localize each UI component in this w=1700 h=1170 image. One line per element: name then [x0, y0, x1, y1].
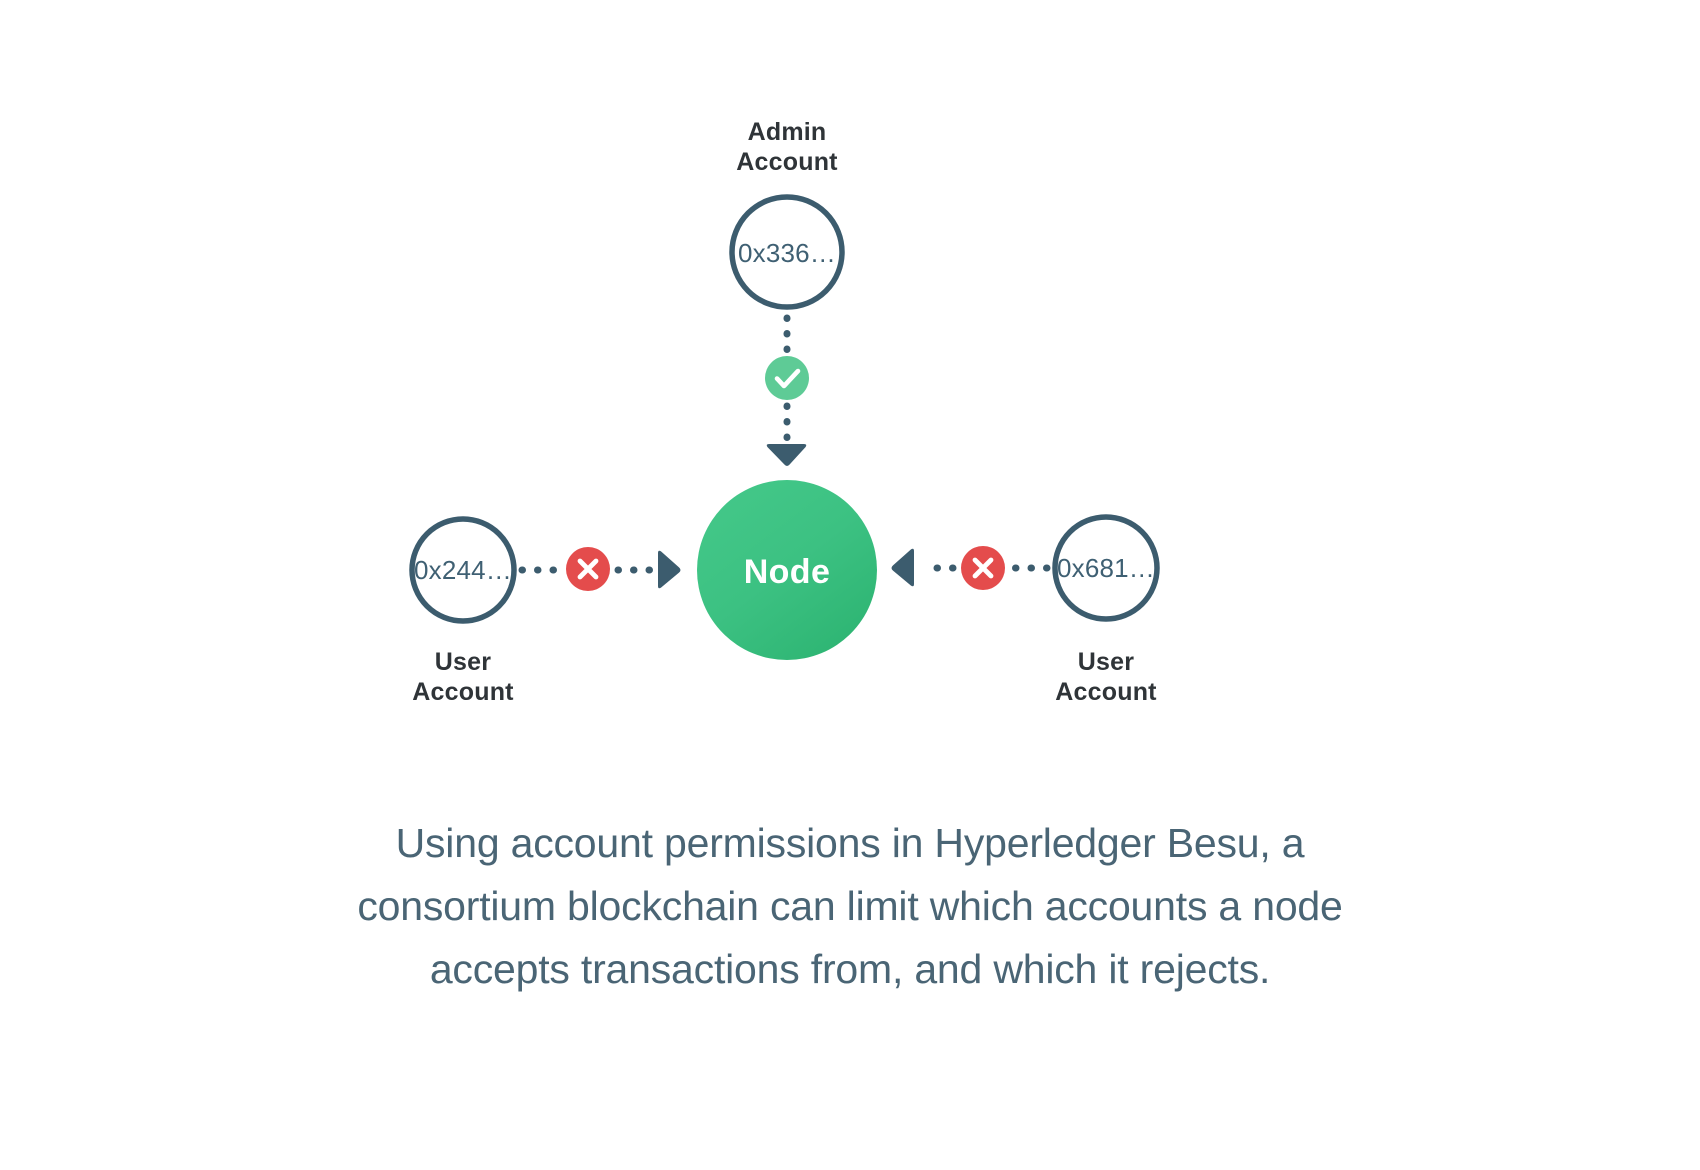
right-user-account-label-line2: Account — [1055, 678, 1157, 706]
check-icon — [774, 368, 801, 389]
arrowhead-right-icon — [658, 550, 681, 589]
left-user-account-address: 0x244… — [414, 555, 512, 585]
node-circle[interactable] — [697, 480, 877, 660]
allowed-status-badge[interactable] — [765, 356, 809, 400]
left-user-account-node[interactable]: 0x244… — [409, 516, 517, 624]
right-user-account-node[interactable]: 0x681… — [1052, 514, 1160, 622]
x-icon — [972, 557, 994, 579]
left-connector-segment-b — [614, 550, 681, 589]
admin-account-label-line2: Account — [736, 148, 838, 176]
right-rejected-status-badge[interactable] — [961, 546, 1005, 590]
admin-account-node[interactable]: 0x336… — [729, 194, 845, 310]
right-connector-segment-b — [891, 548, 957, 587]
caption-line-3: accepts transactions from, and which it … — [429, 946, 1271, 992]
admin-account-address: 0x336… — [738, 238, 836, 268]
left-user-account-label-line1: User — [435, 648, 491, 676]
left-user-account-label-line2: Account — [412, 678, 514, 706]
caption-line-1: Using account permissions in Hyperledger… — [395, 820, 1305, 866]
node-label: Node — [744, 553, 831, 591]
caption-line-2: consortium blockchain can limit which ac… — [357, 883, 1343, 929]
arrowhead-down-icon — [766, 444, 807, 466]
right-user-account-address: 0x681… — [1057, 553, 1155, 583]
left-user-account-circle[interactable] — [409, 516, 517, 624]
caption: Using account permissions in Hyperledger… — [0, 812, 1700, 1001]
check-badge-circle[interactable] — [765, 356, 809, 400]
right-user-account-circle[interactable] — [1052, 514, 1160, 622]
right-user-account-label-line1: User — [1078, 648, 1134, 676]
check-to-node-connector — [766, 402, 807, 466]
node-circle-group[interactable]: Node — [697, 480, 877, 660]
permissions-diagram: Admin Account 0x336… Node 0x244 — [409, 118, 1160, 706]
arrowhead-left-icon — [891, 548, 914, 587]
admin-account-label-line1: Admin — [748, 118, 827, 146]
admin-account-circle[interactable] — [729, 194, 845, 310]
left-rejected-status-badge[interactable] — [566, 547, 610, 591]
x-icon — [577, 558, 599, 580]
